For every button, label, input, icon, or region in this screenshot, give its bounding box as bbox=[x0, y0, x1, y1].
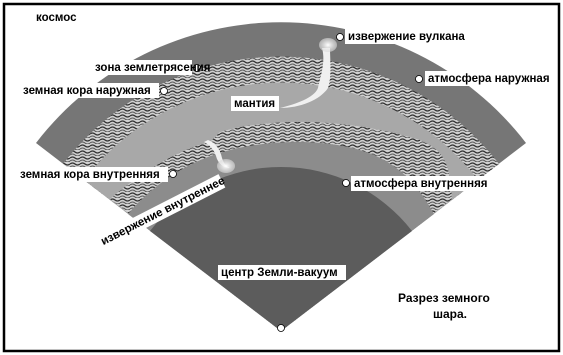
core-apex-marker bbox=[278, 325, 285, 332]
mantle-label: мантия bbox=[234, 98, 275, 110]
outer-crust-marker bbox=[161, 88, 168, 95]
volcano-plume bbox=[319, 38, 337, 52]
inner-atmosphere-marker bbox=[343, 180, 350, 187]
space-label: космос bbox=[36, 12, 77, 24]
earthquake-zone-label: зона землетрясения bbox=[95, 62, 210, 74]
outer-atmosphere-marker bbox=[416, 76, 423, 83]
outer-crust-label: земная кора наружная bbox=[23, 85, 151, 97]
caption-line-1: Разрез земного bbox=[398, 291, 490, 305]
volcano-marker bbox=[337, 34, 344, 41]
inner-crust-label: земная кора внутренняя bbox=[20, 169, 160, 181]
inner-crust-marker bbox=[170, 171, 177, 178]
inner-atmosphere-label: атмосфера внутренняя bbox=[354, 178, 488, 190]
volcano-eruption-label: извержение вулкана bbox=[348, 31, 465, 43]
core-label: центр Земли-вакуум bbox=[221, 267, 338, 279]
outer-atmosphere-label: атмосфера наружная bbox=[428, 73, 550, 85]
caption-line-2: шара. bbox=[433, 307, 467, 321]
inner-eruption-plume bbox=[217, 159, 235, 173]
